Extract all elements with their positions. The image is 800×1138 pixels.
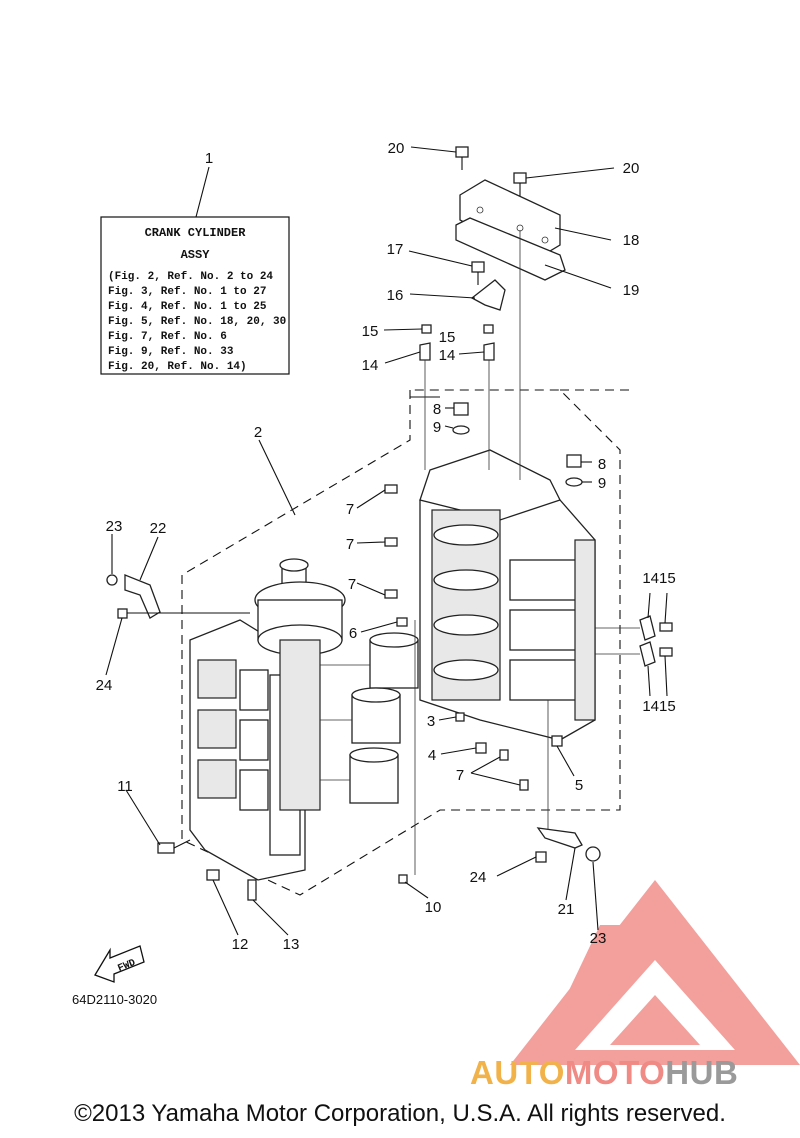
info-ref-0: (Fig. 2, Ref. No. 2 to 24: [108, 271, 273, 283]
diagram-code: 64D2110-3020: [72, 992, 157, 1007]
copyright-notice: ©2013 Yamaha Motor Corporation, U.S.A. A…: [74, 1100, 726, 1127]
callout-4: 4: [428, 747, 436, 764]
callout-7d: 7: [456, 767, 464, 784]
callout-18: 18: [623, 232, 640, 249]
callout-1415b: 1415: [642, 698, 675, 715]
watermark-hub: HUB: [665, 1054, 739, 1091]
watermark-moto: MOTO: [564, 1054, 666, 1091]
callout-11: 11: [117, 778, 133, 795]
callout-20b: 20: [623, 160, 640, 177]
callout-17: 17: [387, 241, 404, 258]
callout-labels: 1 2 3 4 5 6 7 7 7 7 8 8 9 9 10 11 12 13 …: [96, 140, 676, 953]
leader-lines: [105, 146, 668, 936]
cylinder-block: [419, 449, 596, 741]
callout-15b: 15: [439, 329, 456, 346]
callout-19: 19: [623, 282, 640, 299]
callout-22: 22: [150, 520, 167, 537]
info-box: CRANK CYLINDER ASSY (Fig. 2, Ref. No. 2 …: [100, 216, 290, 375]
callout-9b: 9: [598, 475, 606, 492]
info-ref-3: Fig. 5, Ref. No. 18, 20, 30: [108, 316, 286, 328]
callout-7c: 7: [348, 576, 356, 593]
callout-13: 13: [283, 936, 300, 953]
callout-23a: 23: [106, 518, 123, 535]
callout-20a: 20: [388, 140, 405, 157]
head-cover: [455, 179, 566, 281]
bracket-part: [470, 279, 506, 311]
callout-15a: 15: [362, 323, 379, 340]
info-ref-1: Fig. 3, Ref. No. 1 to 27: [108, 286, 266, 298]
callout-7b: 7: [346, 536, 354, 553]
callout-1: 1: [205, 150, 213, 167]
watermark-text: AUTOMOTOHUB: [470, 1054, 738, 1092]
callout-24a: 24: [96, 677, 113, 694]
info-ref-6: Fig. 20, Ref. No. 14): [108, 361, 247, 373]
callout-23b: 23: [590, 930, 607, 947]
info-ref-2: Fig. 4, Ref. No. 1 to 25: [108, 301, 267, 313]
callout-1415a: 1415: [642, 570, 675, 587]
watermark-logo-icon: [510, 880, 800, 1065]
watermark-auto: AUTO: [470, 1054, 565, 1091]
callout-12: 12: [232, 936, 249, 953]
info-ref-4: Fig. 7, Ref. No. 6: [108, 331, 227, 343]
callout-10: 10: [425, 899, 442, 916]
callout-5: 5: [575, 777, 583, 794]
pistons: [320, 632, 419, 804]
callout-14b: 14: [439, 347, 456, 364]
info-title-2: ASSY: [181, 248, 211, 262]
assembly-boundary: [181, 389, 632, 896]
callout-24b: 24: [470, 869, 487, 886]
callout-6: 6: [349, 625, 357, 642]
callout-7a: 7: [346, 501, 354, 518]
callout-14a: 14: [362, 357, 379, 374]
callout-2: 2: [254, 424, 262, 441]
callout-8b: 8: [598, 456, 606, 473]
callout-3: 3: [427, 713, 435, 730]
info-ref-5: Fig. 9, Ref. No. 33: [108, 346, 234, 358]
callout-8a: 8: [433, 401, 441, 418]
info-title-1: CRANK CYLINDER: [145, 226, 247, 240]
fwd-arrow-icon: FWD: [94, 945, 145, 983]
crankshaft: [254, 558, 346, 811]
callout-16: 16: [387, 287, 404, 304]
callout-9a: 9: [433, 419, 441, 436]
callout-21: 21: [558, 901, 575, 918]
